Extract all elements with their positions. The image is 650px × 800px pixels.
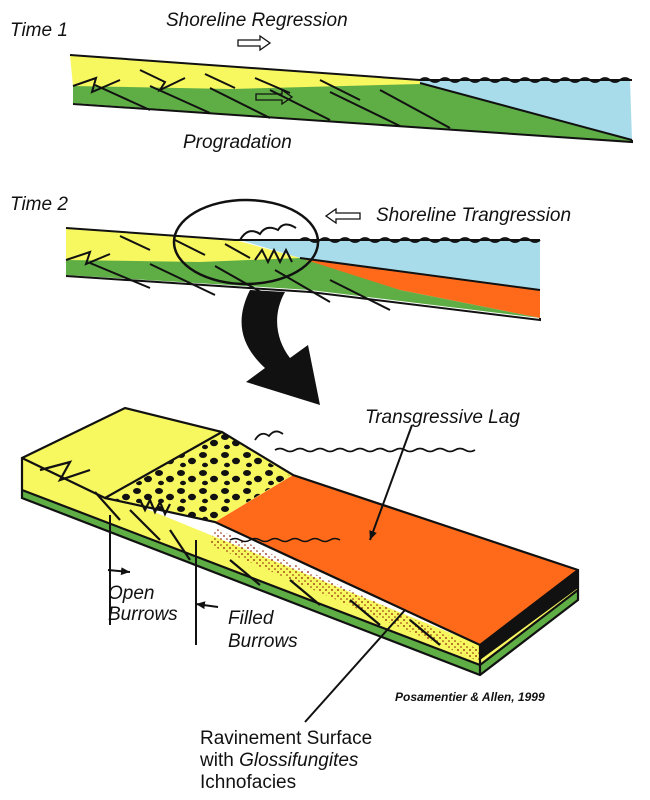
- zoom-arrow-icon: [241, 290, 320, 405]
- credit-text: Posamentier & Allen, 1999: [395, 690, 545, 704]
- ravinement-italic: Glossifungites: [239, 750, 359, 771]
- progradation-arrow: [255, 88, 294, 106]
- time2-breaker-wave: [239, 223, 297, 241]
- transgression-label: Shoreline Trangression: [376, 205, 572, 226]
- filled-burrows-line2: Burrows: [228, 631, 298, 652]
- filled-burrows-leader: [195, 601, 219, 610]
- focus-ellipse: [172, 198, 320, 286]
- time2-wave-line: [299, 237, 541, 243]
- block-lag-surface: [215, 475, 578, 645]
- block-diagram: [20, 406, 580, 677]
- ravinement-prefix: with: [200, 750, 240, 771]
- leader-lines: [107, 424, 413, 723]
- block-dark-base: [480, 570, 578, 660]
- time1-sand-layer: [70, 55, 420, 89]
- block-wave-line: [254, 430, 476, 453]
- filled-burrows-line1: Filled: [228, 608, 274, 629]
- open-burrows-line1: Open: [108, 583, 155, 604]
- progradation-label: Progradation: [183, 132, 292, 153]
- time2-section: [65, 198, 541, 322]
- block-wave-line-2: [229, 537, 341, 543]
- time1-section: [69, 34, 633, 144]
- lag-speckled-band: [210, 528, 480, 662]
- ravinement-line3: Ichnofacies: [200, 772, 297, 793]
- lag-label: Transgressive Lag: [365, 407, 520, 428]
- ravinement-line2: with Glossifungites: [200, 750, 372, 772]
- block-outlines: [20, 406, 580, 677]
- time2-lag-wedge: [300, 258, 540, 318]
- time1-shelf-layer: [73, 83, 632, 142]
- ravinement-label: Ravinement Surface with Glossifungites I…: [200, 728, 372, 794]
- lag-leader: [369, 424, 413, 541]
- regression-label: Shoreline Regression: [166, 10, 348, 31]
- open-burrows-leader: [107, 567, 131, 576]
- open-burrows-line2: Burrows: [108, 604, 178, 625]
- time1-label: Time 1: [10, 20, 68, 41]
- time2-label: Time 2: [10, 194, 68, 215]
- time1-wave-line: [419, 77, 631, 83]
- ravinement-leader: [304, 609, 406, 723]
- transgression-arrow: [324, 207, 361, 225]
- time2-shelf-layer: [66, 258, 540, 318]
- cobble-fill: [110, 432, 290, 522]
- regression-arrow: [237, 34, 272, 52]
- ravinement-line1: Ravinement Surface: [200, 728, 373, 749]
